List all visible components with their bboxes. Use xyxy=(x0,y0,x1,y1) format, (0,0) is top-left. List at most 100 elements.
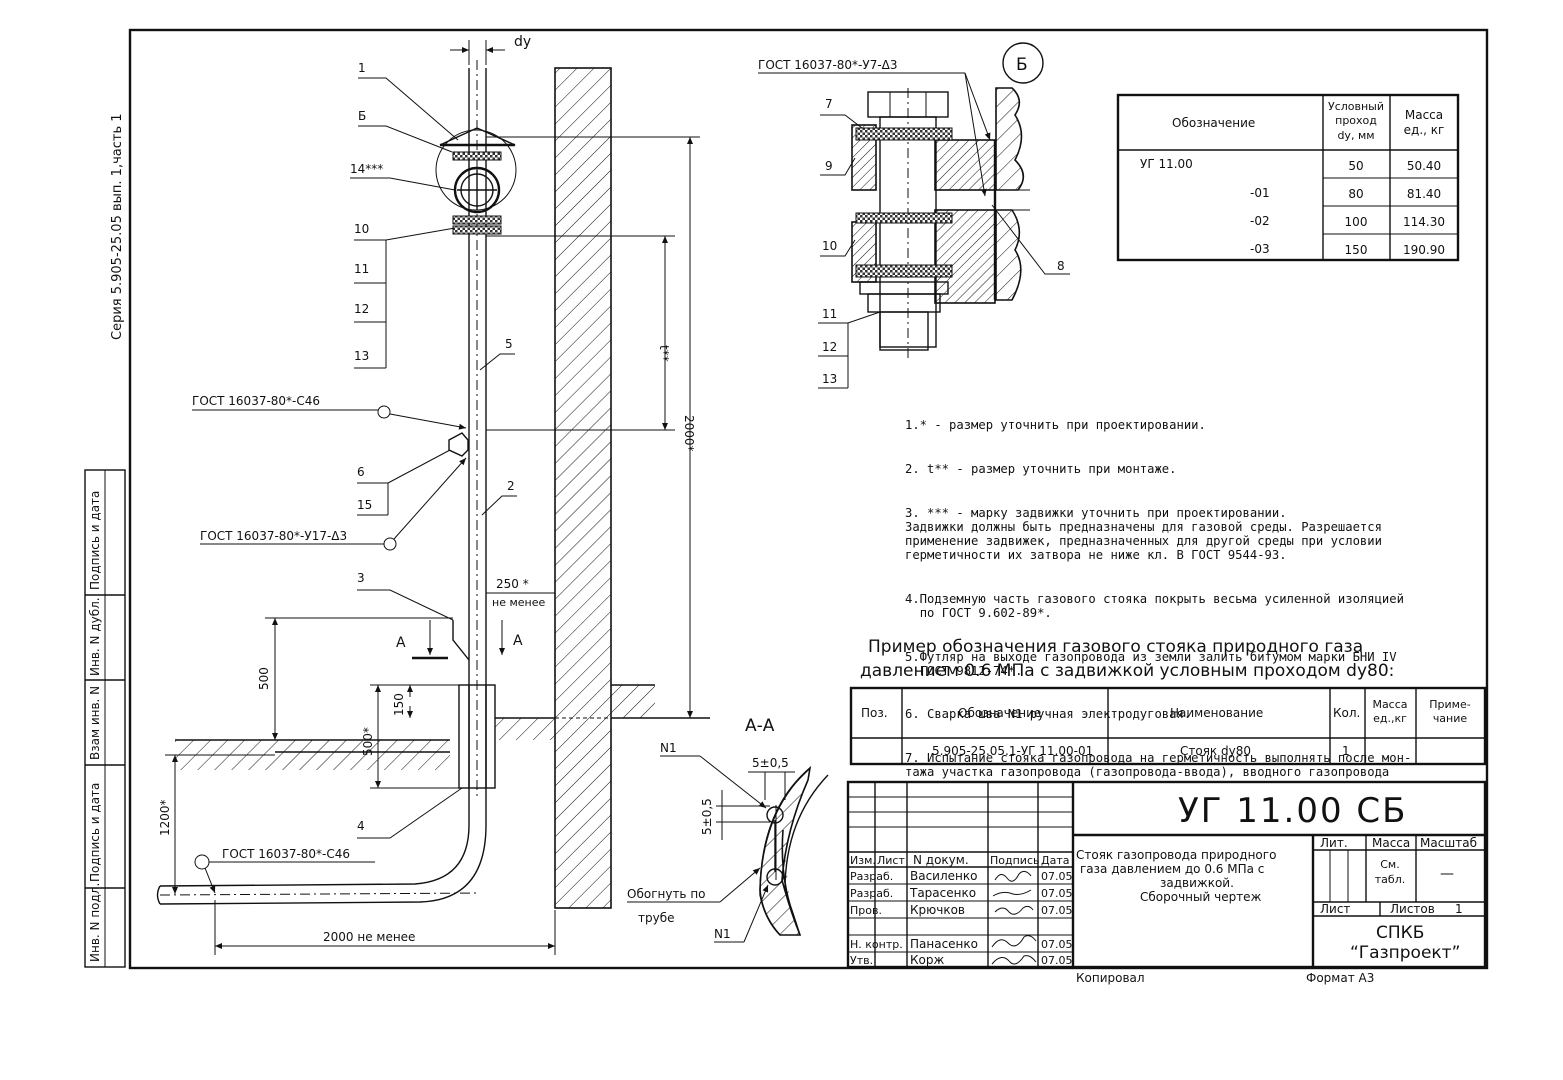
drawing-code: УГ 11.00 СБ xyxy=(1178,791,1407,831)
mass-table-h-mass-2: ед., кг xyxy=(1404,123,1445,137)
mass-table-h-dy-2: проход xyxy=(1335,114,1377,127)
stamp-inv-dubl: Инв. N дубл. xyxy=(88,597,102,676)
col-list: Лист xyxy=(877,854,905,867)
title-masshtab-value: — xyxy=(1440,866,1454,882)
series-label: Серия 5.905-25.05 вып. 1,часть 1 xyxy=(110,113,125,340)
person-2-name: Тарасенко xyxy=(909,886,976,900)
org-2: “Газпроект” xyxy=(1350,943,1460,963)
detail-b-8: 8 xyxy=(1057,259,1065,273)
stamp-inv-podl: Инв. N подл. xyxy=(88,883,102,962)
mass-row-1-code: УГ 11.00 xyxy=(1140,157,1193,171)
person-5-name: Корж xyxy=(910,953,944,967)
dim-2000: 2000* xyxy=(682,415,696,452)
title-desc-3: задвижкой. xyxy=(1160,876,1234,890)
callout-4: 4 xyxy=(357,819,365,833)
dim-500: 500 xyxy=(257,667,271,690)
title-desc-2: газа давлением до 0.6 МПа с xyxy=(1080,862,1264,876)
callout-6: 6 xyxy=(357,465,365,479)
gost-c46-top: ГОСТ 16037-80*-С46 xyxy=(192,394,320,408)
note-3: 3. *** - марку задвижки уточнить при про… xyxy=(905,505,1382,563)
person-4-name: Панасенко xyxy=(910,937,978,951)
stamp-vzam-inv: Взам инв. N xyxy=(88,686,102,760)
dim-150: 150 xyxy=(392,693,406,716)
sheet-frame xyxy=(128,28,1489,970)
mass-row-1-mass: 50.40 xyxy=(1407,159,1441,173)
callout-15: 15 xyxy=(357,498,372,512)
mass-table: Обозначение Условный проход dy, мм Масса… xyxy=(1116,93,1460,262)
col-izm: Изм. xyxy=(850,854,876,867)
casing xyxy=(458,684,496,789)
mass-table-h-dy-3: dy, мм xyxy=(1337,129,1374,142)
person-5-role: Утв. xyxy=(850,954,873,967)
example-h-mass-2: ед.,кг xyxy=(1373,712,1407,725)
dim-1200: 1200* xyxy=(158,799,172,836)
example-line-2: давлением 0.6 МПа с задвижкой условным п… xyxy=(860,661,1394,681)
gost-u17: ГОСТ 16037-80*-У17-Δ3 xyxy=(200,529,347,543)
person-4-role: Н. контр. xyxy=(850,938,903,951)
gost-c46-bottom: ГОСТ 16037-80*-С46 xyxy=(222,847,350,861)
title-listov-value: 1 xyxy=(1455,902,1463,916)
callout-1: 1 xyxy=(358,61,366,75)
dim-2000-min: 2000 не менее xyxy=(323,930,415,944)
format: Формат А3 xyxy=(1306,971,1374,985)
callout-11: 11 xyxy=(354,262,369,276)
example-h-note-1: Приме- xyxy=(1429,698,1470,711)
section-mark-left: A xyxy=(396,635,406,651)
callout-13: 13 xyxy=(354,349,369,363)
ground-right xyxy=(495,718,555,740)
title-list: Лист xyxy=(1320,902,1350,916)
mass-row-4-dy: 150 xyxy=(1345,243,1368,257)
mass-table-h-dy: Условный xyxy=(1328,100,1384,113)
mass-row-3-mass: 114.30 xyxy=(1403,215,1445,229)
note-2: 2. t** - размер уточнить при монтаже. xyxy=(905,462,1177,477)
org-1: СПКБ xyxy=(1376,923,1424,943)
person-4-date: 07.05 xyxy=(1041,938,1073,951)
person-3-name: Крючков xyxy=(910,903,965,917)
mass-row-2-code: -01 xyxy=(1250,186,1270,200)
section-n1-top: N1 xyxy=(660,741,677,755)
person-1-date: 07.05 xyxy=(1041,870,1073,883)
title-massa-value-1: См. xyxy=(1380,858,1399,871)
mass-row-4-mass: 190.90 xyxy=(1403,243,1445,257)
mass-row-4-code: -03 xyxy=(1250,242,1270,256)
note-5: 5.Футляр на выходе газопровода из земли … xyxy=(905,649,1397,678)
example-line-1: Пример обозначения газового стояка приро… xyxy=(868,637,1363,657)
title-masshtab: Масштаб xyxy=(1420,836,1477,850)
example-h-pos: Поз. xyxy=(861,706,888,720)
ground-left xyxy=(175,740,450,770)
note-1: 1.* - размер уточнить при проектировании… xyxy=(905,418,1206,433)
example-h-qty: Кол. xyxy=(1333,706,1360,720)
detail-b-7: 7 xyxy=(825,97,833,111)
dim-250: 250 * xyxy=(496,577,529,591)
example-h-mass-1: Масса xyxy=(1372,698,1407,711)
mass-row-3-dy: 100 xyxy=(1345,215,1368,229)
detail-b-10: 10 xyxy=(822,239,837,253)
col-podpis: Подпись xyxy=(990,854,1039,867)
callout-2: 2 xyxy=(507,479,515,493)
title-massa: Масса xyxy=(1372,836,1410,850)
callout-5: 5 xyxy=(505,337,513,351)
mass-row-3-code: -02 xyxy=(1250,214,1270,228)
title-block: УГ 11.00 СБ Стояк газопровода природного… xyxy=(846,780,1487,985)
section-mark-right: A xyxy=(513,633,523,649)
section-aa: А-А 5±0,5 5±0,5 N1 Обогнуть по трубе N1 xyxy=(627,716,829,943)
wall-hatch xyxy=(554,67,612,909)
note-7: 7. Испытание стояка газопровода на герме… xyxy=(905,751,1412,780)
dim-t: t** xyxy=(657,345,671,362)
detail-b-title: Б xyxy=(1016,55,1028,75)
person-3-role: Пров. xyxy=(850,904,882,917)
notes-block: 1.* - размер уточнить при проектировании… xyxy=(905,390,1485,795)
mass-table-h-mass-1: Масса xyxy=(1405,108,1443,122)
kopiroval: Копировал xyxy=(1076,971,1145,985)
detail-b-9: 9 xyxy=(825,159,833,173)
dim-500s: 500* xyxy=(361,727,375,756)
title-listov: Листов xyxy=(1390,902,1435,916)
person-2-date: 07.05 xyxy=(1041,887,1073,900)
section-bend-note-1: Обогнуть по xyxy=(627,887,706,901)
callout-3: 3 xyxy=(357,571,365,585)
detail-b-12: 12 xyxy=(822,340,837,354)
example-h-name: Наименование xyxy=(1170,706,1263,720)
signature-1 xyxy=(994,870,1032,882)
title-massa-value-2: табл. xyxy=(1375,873,1405,886)
